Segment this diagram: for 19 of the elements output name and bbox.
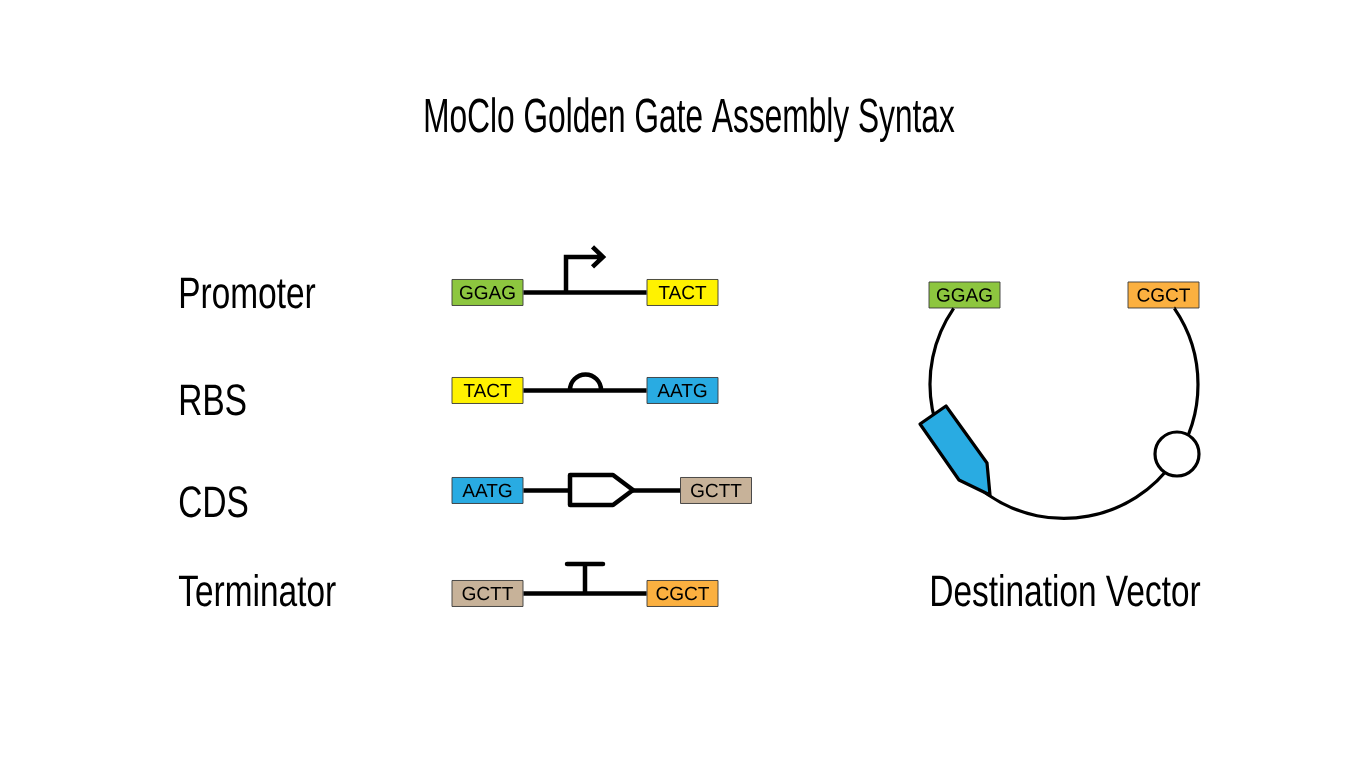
sequence-box: TACT — [646, 279, 719, 306]
part-label: Destination Vector — [932, 574, 1201, 607]
sequence-box: AATG — [451, 477, 524, 504]
part-label: Terminator — [178, 574, 336, 607]
part-label: RBS — [180, 384, 246, 416]
part-label: Promoter — [180, 277, 316, 309]
dna-line — [523, 591, 647, 596]
sequence-box: GCTT — [680, 477, 752, 504]
sequence-box: AATG — [646, 377, 719, 404]
sequence-box: GCTT — [451, 580, 524, 607]
dna-line — [523, 290, 647, 295]
sequence-box: CGCT — [646, 580, 719, 607]
sequence-box: CGCT — [1127, 281, 1200, 309]
sequence-box: GGAG — [928, 281, 1001, 309]
sequence-box: TACT — [451, 377, 524, 404]
part-label: CDS — [179, 486, 248, 518]
title: MoClo Golden Gate Assembly Syntax — [425, 97, 955, 142]
dna-line — [523, 388, 647, 393]
sequence-box: GGAG — [451, 279, 524, 306]
